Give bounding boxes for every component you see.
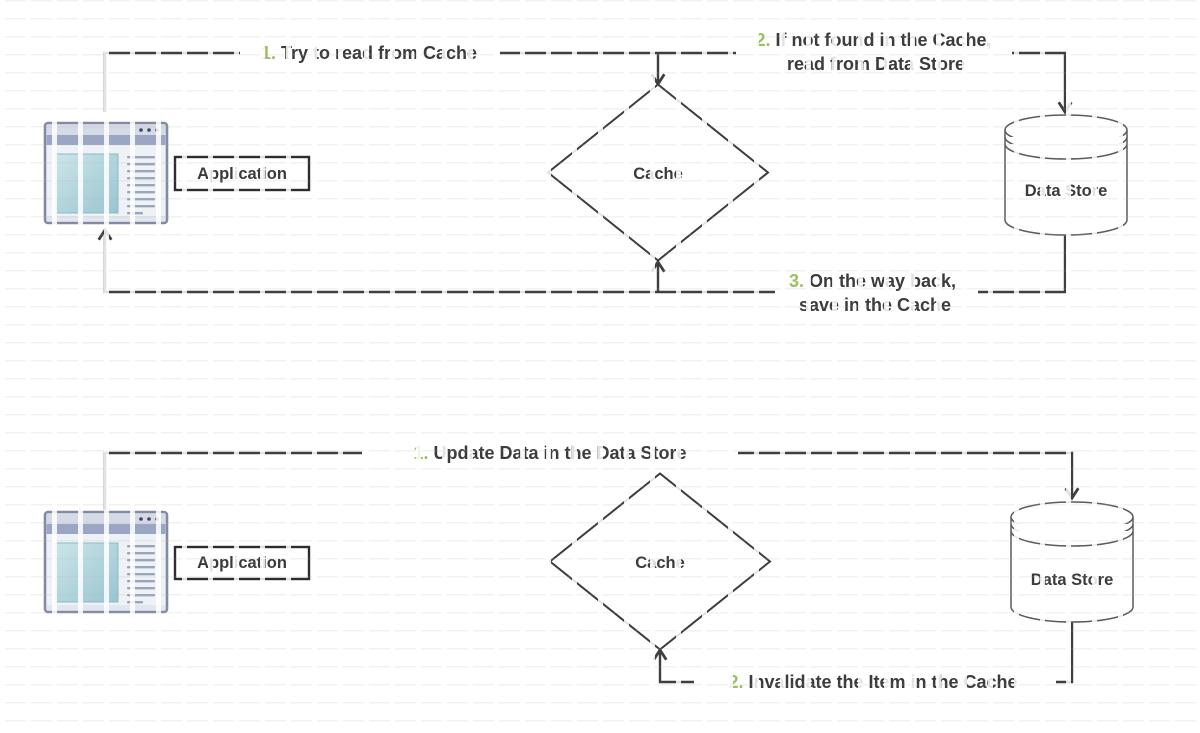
- flow-line-step1-left: [103, 51, 240, 112]
- step2-text-line2: read from Data Store: [787, 54, 965, 74]
- step1-number: 1.: [261, 43, 276, 63]
- arrow-into-data-store: [1012, 51, 1073, 115]
- data-store-label: Data Store: [1031, 571, 1114, 589]
- bottom-diagram: Application Cache Data Store 1.Update Da…: [43, 443, 1134, 692]
- update-step2-number: 2.: [728, 672, 743, 692]
- step1-label: 1.Try to read from Cache: [261, 43, 477, 63]
- step3-text-line1: On the way back,: [809, 271, 956, 291]
- update-step1-label: 1.Update Data in the Data Store: [413, 443, 686, 463]
- arrow-into-data-store: [738, 451, 1080, 501]
- flow-line-invalidate-right: [1056, 622, 1074, 684]
- top-diagram: Application Cache Data Store 1.Try to re…: [43, 30, 1128, 315]
- application-label: Application: [197, 554, 287, 572]
- step2-number: 2.: [755, 30, 770, 50]
- application-window-icon: [43, 510, 169, 614]
- data-store-cylinder-icon: [1010, 501, 1134, 623]
- cache-label: Cache: [635, 554, 685, 572]
- flow-line-update-left: [103, 451, 362, 510]
- data-store-cylinder-icon: [1004, 114, 1128, 236]
- step2-label: 2. If not found in the Cache, read from D…: [755, 30, 996, 74]
- step3-text-line2: save in the Cache: [799, 295, 951, 315]
- arrow-into-cache-bottom: [652, 647, 694, 684]
- data-store-label: Data Store: [1025, 182, 1108, 200]
- update-step2-text: Invalidate the Item in the Cache: [748, 672, 1017, 692]
- step3-label: 3.On the way back, save in the Cache: [789, 271, 961, 315]
- flow-line-step3-right: [978, 235, 1067, 294]
- step3-number: 3.: [789, 271, 804, 291]
- application-window-icon: [43, 121, 169, 225]
- cache-label: Cache: [633, 165, 683, 183]
- update-step1-number: 1.: [413, 443, 428, 463]
- step2-text-line1: If not found in the Cache,: [776, 30, 992, 50]
- update-step1-text: Update Data in the Data Store: [433, 443, 686, 463]
- update-step2-label: 2.Invalidate the Item in the Cache: [728, 672, 1017, 692]
- step1-text: Try to read from Cache: [281, 43, 477, 63]
- application-label: Application: [197, 165, 287, 183]
